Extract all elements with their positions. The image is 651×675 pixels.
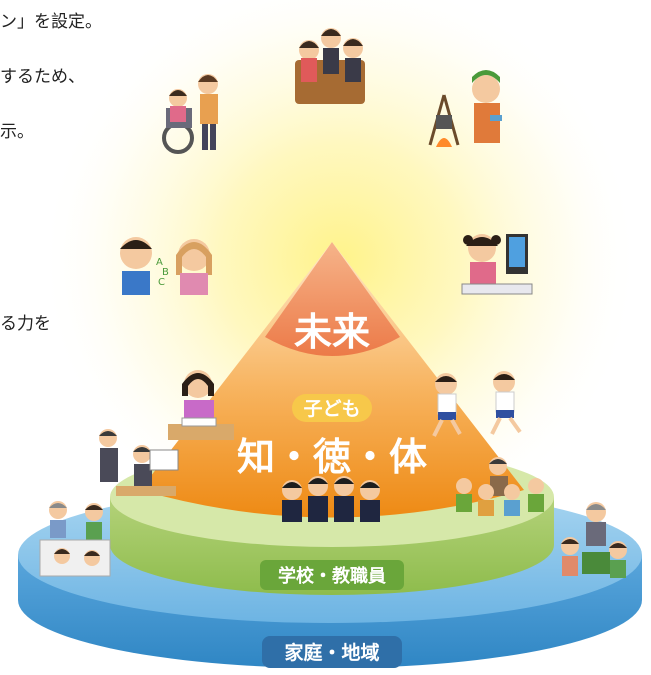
core-values-label: 知・徳・体 (237, 435, 427, 479)
students-group-illustration (295, 28, 365, 104)
family-neighbors-illustration (39, 501, 111, 577)
future-label: 未来 (294, 310, 370, 354)
school-badge-bg (260, 560, 404, 590)
future-apex (265, 242, 400, 356)
wheelchair-helper-illustration (162, 74, 218, 154)
community-members-illustration (561, 502, 627, 578)
body-text-line-2: するため、 (0, 67, 85, 87)
svg-text:C: C (158, 277, 165, 288)
running-students-illustration (432, 371, 522, 437)
cheering-staff-illustration (456, 457, 544, 516)
children-tag-bg (292, 394, 372, 422)
body-text-line-4: る力を (0, 314, 51, 334)
students-uniform-illustration (282, 476, 380, 522)
english-conversation-illustration: A B C (120, 237, 212, 295)
computer-student-illustration (461, 234, 533, 295)
teachers-meeting-illustration (99, 429, 179, 496)
community-badge-bg (262, 636, 402, 668)
svg-text:B: B (162, 267, 169, 278)
children-tag: 子ども (303, 398, 360, 420)
body-text-line-3: 示。 (0, 122, 34, 142)
children-pyramid (140, 242, 524, 518)
camp-cooking-illustration (428, 70, 502, 147)
community-label: 家庭・地域 (284, 641, 379, 664)
body-text-line-1: ン」を設定。 (0, 12, 102, 32)
svg-text:A: A (156, 257, 163, 268)
school-label: 学校・教職員 (278, 565, 386, 587)
reading-student-illustration (168, 370, 234, 440)
